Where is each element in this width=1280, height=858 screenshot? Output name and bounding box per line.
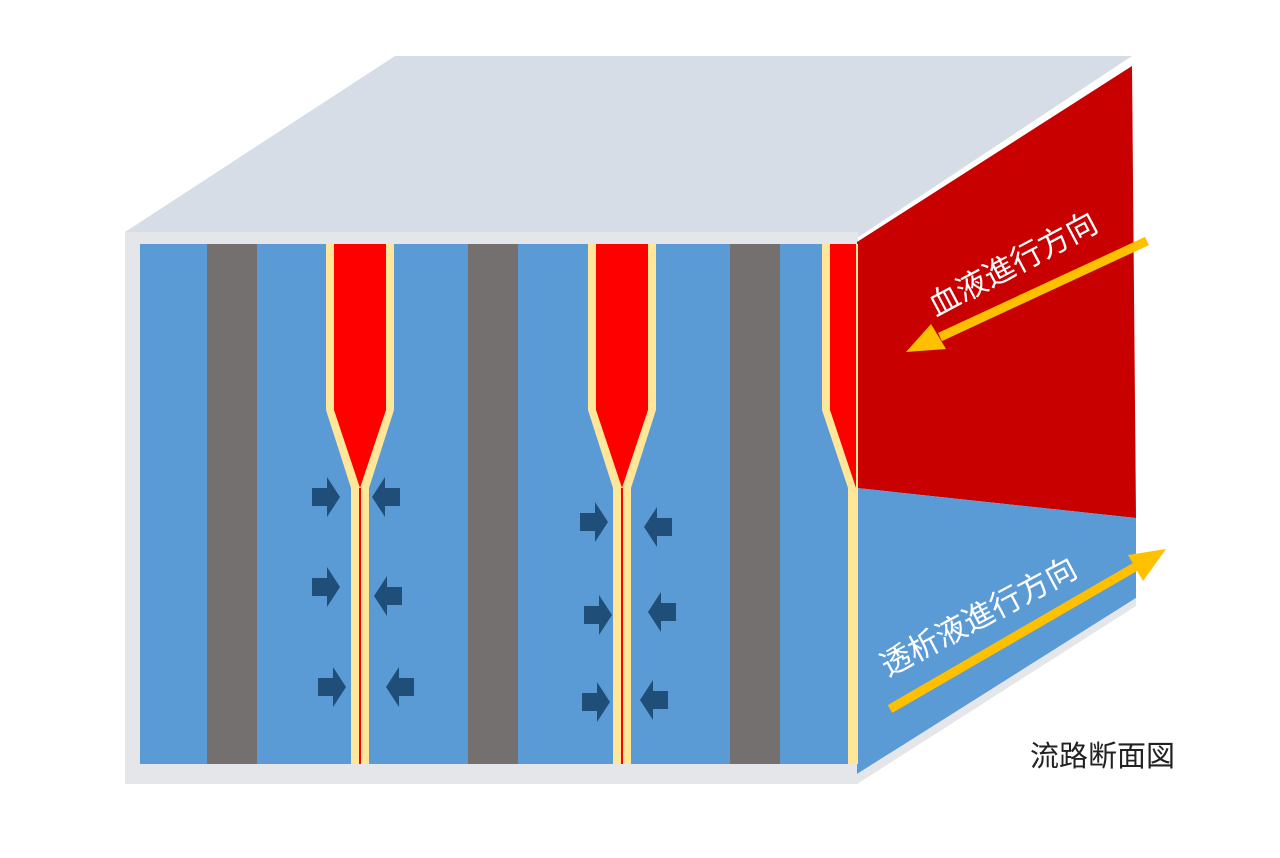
blood-channel <box>334 244 386 488</box>
block-arrow-icon <box>644 507 672 547</box>
diagram-caption: 流路断面図 <box>1030 739 1176 773</box>
block-arrow-icon <box>318 667 346 707</box>
side-face-blood <box>857 66 1136 518</box>
block-arrow-icon <box>648 592 676 632</box>
side-face-dialysate <box>857 488 1136 774</box>
top-face <box>125 56 1132 238</box>
block-arrow-icon <box>582 682 610 722</box>
blood-thin-line <box>621 488 623 764</box>
spacer-bar <box>207 244 257 764</box>
block-arrow-icon <box>580 502 608 542</box>
spacer-bar <box>730 244 780 764</box>
block-arrow-icon <box>372 477 400 517</box>
blood-channel-group <box>326 244 858 764</box>
side-frame-bottom <box>857 598 1136 784</box>
blood-channel <box>830 244 856 488</box>
block-arrow-icon <box>640 680 668 720</box>
blood-direction-arrow-icon <box>906 236 1149 352</box>
dialysate-direction-arrow-icon <box>887 549 1166 713</box>
flow-arrow-group <box>312 477 676 722</box>
block-arrow-icon <box>312 477 340 517</box>
blood-channel <box>596 244 648 488</box>
block-arrow-icon <box>374 576 402 616</box>
spacer-group <box>207 244 780 764</box>
block-arrow-icon <box>584 595 612 635</box>
block-arrow-icon <box>386 667 414 707</box>
blood-thin-line <box>359 488 361 764</box>
spacer-bar <box>468 244 518 764</box>
block-arrow-icon <box>312 567 340 607</box>
